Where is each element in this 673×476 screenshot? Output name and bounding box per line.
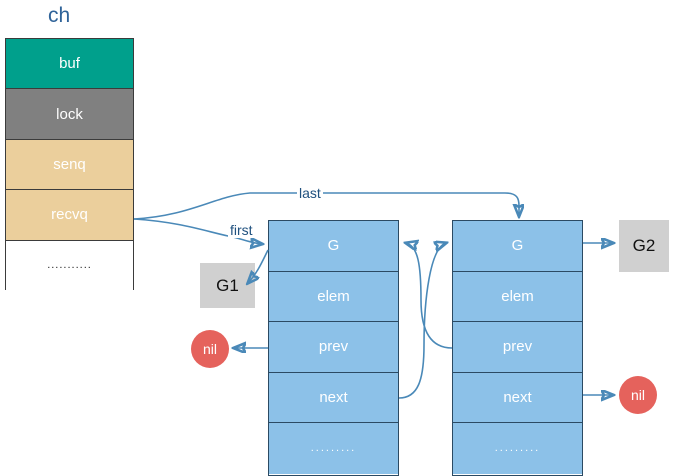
sudog-first-box: G elem prev next ......... [268, 220, 399, 476]
sudog-last-field-g: G [453, 221, 582, 272]
channel-field-ellipsis: ........... [6, 240, 133, 291]
edge-label-first: first [228, 222, 255, 238]
goroutine-g2-box: G2 [619, 220, 669, 272]
sudog-first-field-elem: elem [269, 271, 398, 323]
channel-field-recvq: recvq [6, 190, 133, 241]
nil-circle-first-prev-label: nil [202, 341, 217, 357]
sudog-first-field-g: G [269, 221, 398, 272]
nil-circle-last-next-label: nil [630, 387, 645, 403]
sudog-last-field-elem: elem [453, 271, 582, 323]
sudog-first-field-next: next [269, 372, 398, 424]
sudog-first-field-prev: prev [269, 322, 398, 373]
sudog-first-ellipsis-label: ......... [310, 442, 357, 455]
wire-recvq-to-first [133, 218, 262, 244]
channel-ellipsis-label: ........... [47, 259, 92, 272]
sudog-last-field-prev-label: prev [502, 338, 533, 356]
sudog-last-field-elem-label: elem [501, 287, 534, 305]
channel-struct-box: buf lock senq recvq ........... [5, 38, 134, 291]
nil-circle-last-next: nil [619, 376, 657, 414]
wire-recvq-to-last [133, 192, 519, 220]
wire-last-prev-to-first-g [406, 243, 453, 349]
sudog-first-field-g-label: G [327, 237, 340, 255]
edge-label-last: last [297, 185, 323, 201]
sudog-first-field-prev-label: prev [318, 338, 349, 356]
channel-field-buf: buf [6, 39, 133, 90]
sudog-last-field-next-label: next [503, 389, 532, 407]
channel-field-recvq-label: recvq [51, 206, 88, 224]
channel-field-lock: lock [6, 89, 133, 140]
sudog-last-field-g-label: G [511, 237, 524, 255]
channel-field-buf-label: buf [59, 55, 80, 73]
channel-field-senq: senq [6, 139, 133, 191]
nil-circle-first-prev: nil [191, 330, 229, 368]
sudog-first-field-ellipsis: ......... [269, 423, 398, 474]
goroutine-g2-label: G2 [632, 236, 656, 255]
sudog-last-ellipsis-label: ......... [494, 442, 541, 455]
sudog-last-field-prev: prev [453, 322, 582, 373]
sudog-first-field-elem-label: elem [317, 287, 350, 305]
channel-title: ch [48, 4, 71, 27]
sudog-last-field-ellipsis: ......... [453, 423, 582, 474]
wire-first-next-to-last-g [398, 243, 446, 399]
wire-first-g-to-g1 [248, 249, 269, 283]
sudog-first-field-next-label: next [319, 389, 348, 407]
channel-field-senq-label: senq [53, 155, 86, 173]
sudog-last-field-next: next [453, 372, 582, 424]
goroutine-g1-label: G1 [216, 275, 239, 295]
channel-field-lock-label: lock [56, 105, 83, 123]
